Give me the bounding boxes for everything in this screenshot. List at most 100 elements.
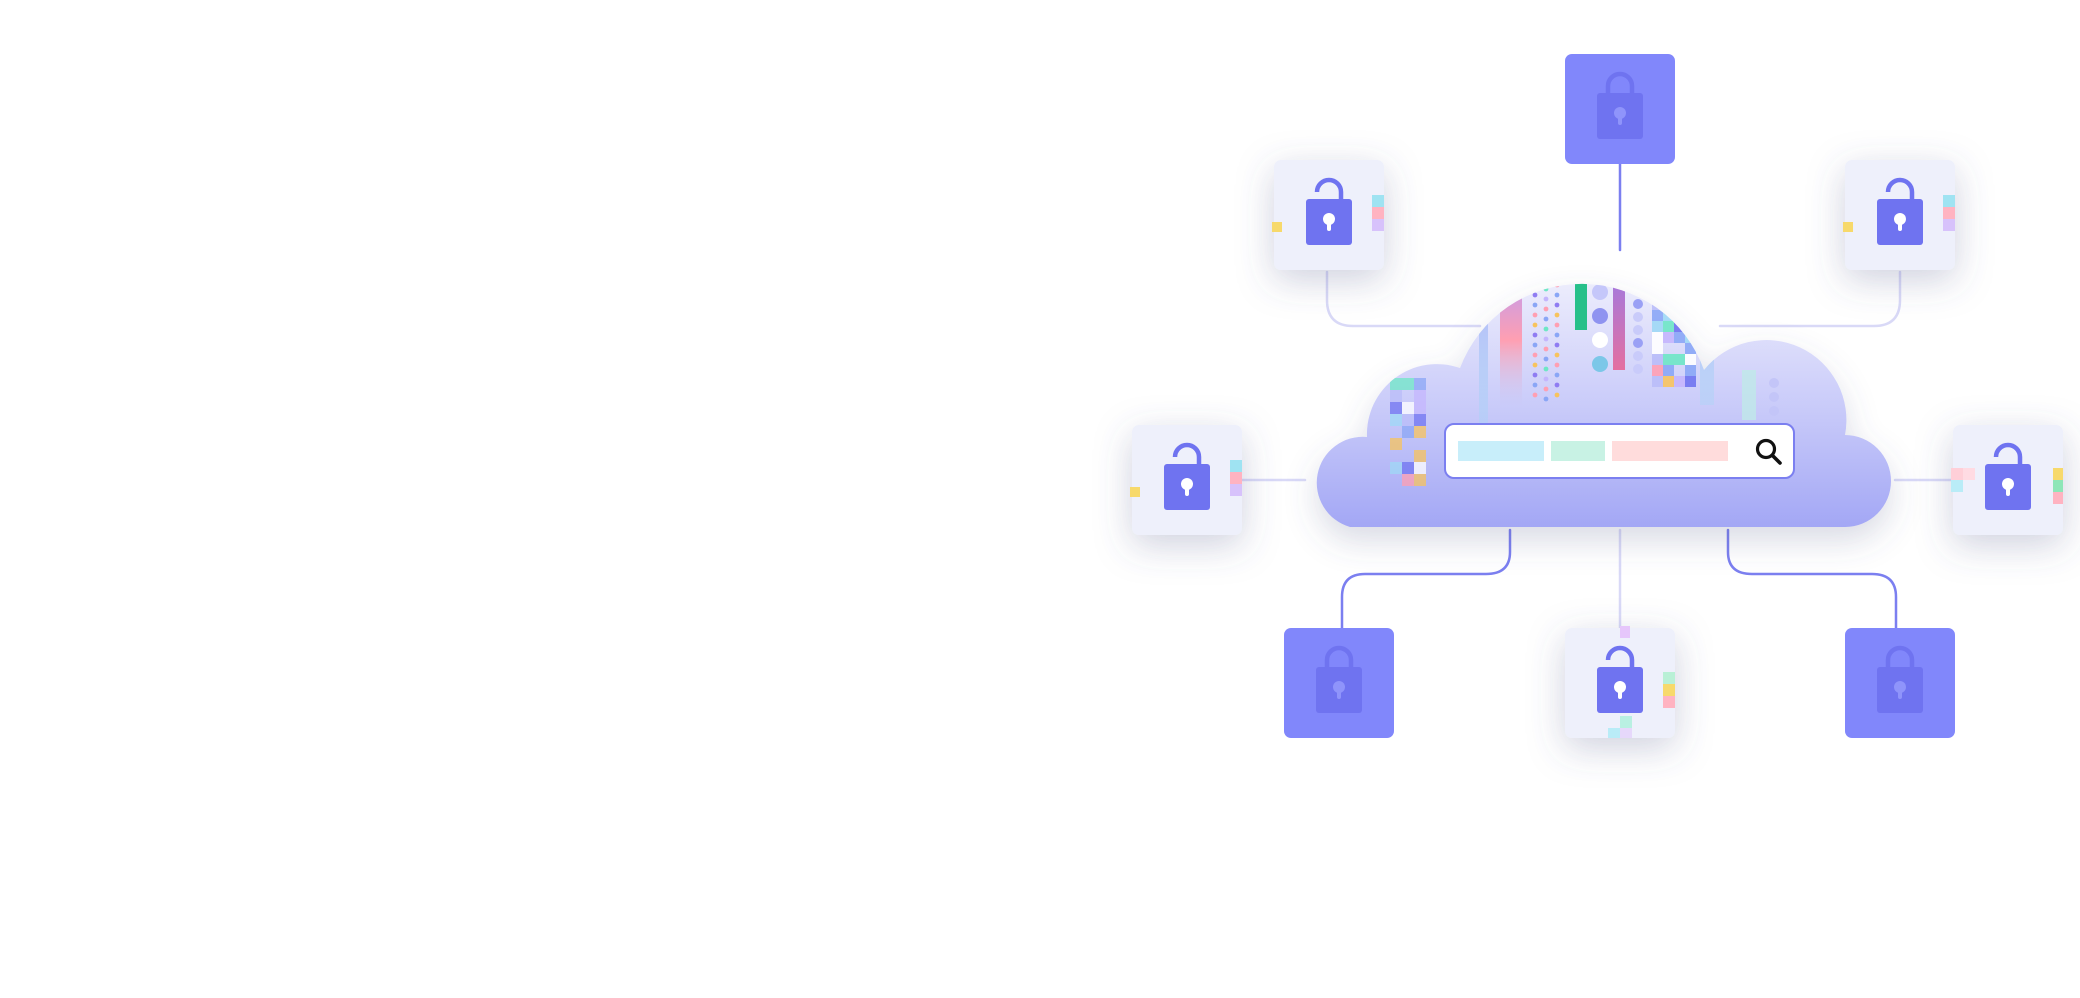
- data-pixel: [1663, 354, 1674, 365]
- data-dot: [1532, 382, 1538, 388]
- data-dot: [1533, 273, 1538, 278]
- data-dot: [1633, 364, 1643, 374]
- padlock-shackle: [1605, 71, 1635, 93]
- data-bubble: [1592, 308, 1608, 324]
- data-dot: [1633, 338, 1643, 348]
- data-pixel: [1685, 376, 1696, 387]
- cloud: [1316, 260, 1891, 527]
- data-dot: [1543, 296, 1549, 302]
- data-pixel: [1663, 376, 1674, 387]
- magnifier-icon: [1755, 438, 1782, 465]
- data-dot: [1543, 346, 1549, 352]
- data-pixel: [1674, 332, 1685, 343]
- lock-tile-bottom-left: [1284, 628, 1394, 738]
- data-pixel: [1685, 321, 1696, 332]
- data-pixel: [1674, 299, 1685, 310]
- padlock-shackle: [1605, 645, 1635, 667]
- magnifier-handle: [1770, 453, 1782, 465]
- data-dot: [1543, 366, 1549, 372]
- data-dot: [1633, 286, 1643, 296]
- data-bar: [1742, 370, 1756, 420]
- padlock-keyhole-slot: [1618, 688, 1622, 699]
- data-pixel: [1674, 288, 1685, 299]
- tile-pixel: [1951, 468, 1963, 480]
- magnifier-lens: [1755, 438, 1777, 460]
- data-pixel: [1414, 378, 1426, 390]
- data-dot: [1633, 351, 1643, 361]
- data-pixel: [1674, 310, 1685, 321]
- padlock-shackle: [1172, 442, 1202, 464]
- data-dot: [1532, 322, 1538, 328]
- data-pixel: [1390, 402, 1402, 414]
- tile-pixel: [1230, 484, 1242, 496]
- data-dot: [1633, 312, 1643, 322]
- padlock-shackle: [1324, 645, 1354, 667]
- padlock-keyhole-slot: [1185, 485, 1189, 496]
- tile-pixel: [2053, 468, 2063, 480]
- padlock-shackle: [1885, 645, 1915, 667]
- padlock-icon: [1597, 645, 1643, 713]
- padlock-icon: [1985, 442, 2031, 510]
- data-dot: [1554, 382, 1560, 388]
- data-dot: [1543, 396, 1549, 402]
- data-dot: [1532, 342, 1538, 348]
- tile-pixel: [1620, 728, 1632, 738]
- data-pixel: [1685, 354, 1696, 365]
- data-pixel: [1674, 376, 1685, 387]
- data-dot: [1533, 263, 1538, 268]
- data-pixel: [1402, 462, 1414, 474]
- data-dot: [1532, 392, 1538, 398]
- connector-upper-right: [1718, 270, 1902, 328]
- connector-upper-left: [1325, 270, 1482, 328]
- lock-tile-bottom-center: [1565, 626, 1675, 738]
- data-pixel: [1402, 414, 1414, 426]
- data-dot: [1554, 292, 1560, 298]
- data-pixel: [1685, 266, 1696, 277]
- data-pixel: [1652, 343, 1663, 354]
- search-text-placeholder: [1551, 441, 1605, 461]
- data-dot: [1544, 277, 1549, 282]
- data-dot: [1633, 260, 1643, 270]
- padlock-icon: [1164, 442, 1210, 510]
- data-dot: [1532, 302, 1538, 308]
- data-pixel: [1402, 474, 1414, 486]
- data-pixel: [1390, 378, 1402, 390]
- lock-tile-middle-left: [1130, 425, 1242, 535]
- data-pixel: [1663, 310, 1674, 321]
- data-pixel: [1663, 332, 1674, 343]
- padlock-keyhole-slot: [1327, 220, 1331, 231]
- data-pixel: [1663, 321, 1674, 332]
- data-pixel: [1652, 354, 1663, 365]
- tile-pixel: [1272, 222, 1282, 232]
- data-pixel: [1652, 299, 1663, 310]
- lock-tile-top-center: [1565, 54, 1675, 164]
- data-dot: [1543, 326, 1549, 332]
- data-dot: [1532, 292, 1538, 298]
- tile-pixel: [1663, 672, 1675, 684]
- tile-pixel: [1130, 487, 1140, 497]
- data-pixel: [1402, 402, 1414, 414]
- data-pixel: [1674, 354, 1685, 365]
- data-dot: [1769, 378, 1779, 388]
- data-pixel: [1674, 321, 1685, 332]
- padlock-keyhole: [1894, 213, 1906, 225]
- padlock-keyhole: [1181, 478, 1193, 490]
- padlock-shackle: [1314, 177, 1344, 199]
- data-dot: [1554, 312, 1560, 318]
- data-dot: [1555, 273, 1560, 278]
- data-pixel: [1414, 402, 1426, 414]
- data-dot: [1554, 372, 1560, 378]
- padlock-shackle: [1885, 177, 1915, 199]
- data-pixel: [1685, 332, 1696, 343]
- data-dot: [1543, 336, 1549, 342]
- tile-pixel: [1230, 472, 1242, 484]
- data-pixel: [1652, 376, 1663, 387]
- data-pixel: [1685, 299, 1696, 310]
- data-dot: [1543, 306, 1549, 312]
- data-pixel: [1402, 426, 1414, 438]
- padlock-icon: [1597, 71, 1643, 139]
- data-dot: [1554, 283, 1560, 288]
- data-dot: [1532, 372, 1538, 378]
- padlock-keyhole-slot: [2006, 485, 2010, 496]
